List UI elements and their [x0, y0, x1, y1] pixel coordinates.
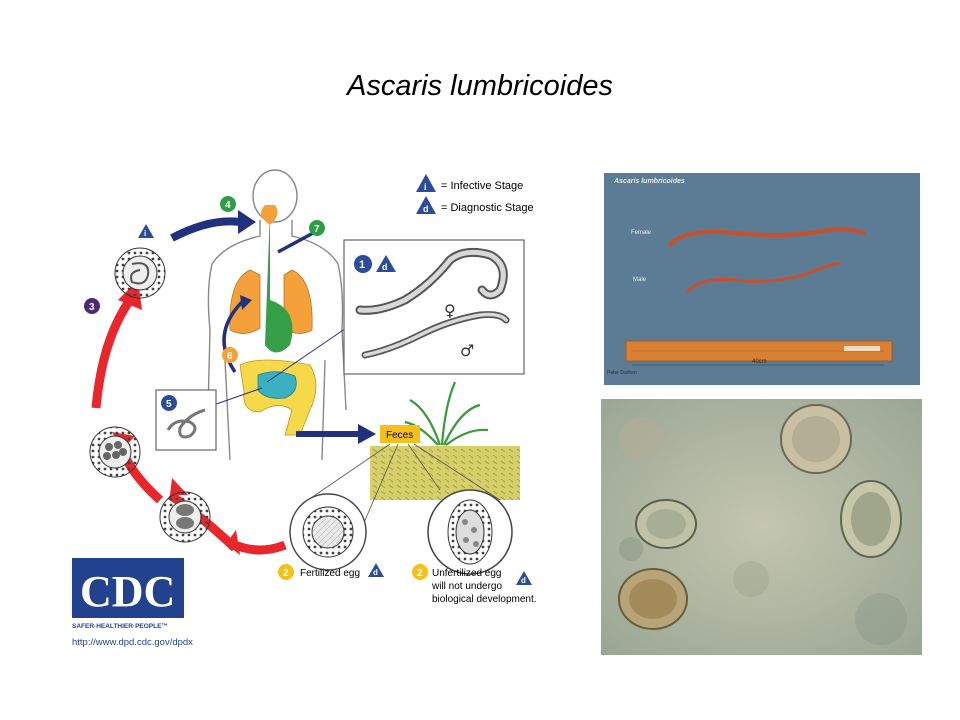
unfertilized-egg-label-1: Unfertilized egg [432, 568, 501, 579]
legend-infective: = Infective Stage [441, 180, 523, 192]
adult-worms-panel: ♀ ♂ [343, 239, 525, 375]
step-badge-1: 1 d [354, 255, 396, 273]
stage-legend: i = Infective Stage d = Diagnostic Stage [416, 174, 534, 214]
blue-migration-path [222, 230, 316, 373]
ground-soil [370, 446, 520, 500]
svg-text:1: 1 [359, 259, 365, 271]
intestines [239, 359, 317, 436]
ruler-label: 40cm [752, 359, 767, 365]
cdc-logo: CDC SAFER·HEALTHIER·PEOPLE™ [72, 558, 184, 630]
unfertilized-egg-label-3: biological development. [432, 594, 537, 605]
grass [404, 381, 489, 446]
svg-text:5: 5 [166, 399, 172, 410]
infective-badge-egg: i [138, 224, 154, 238]
eggs-micrograph-art [601, 399, 922, 655]
svg-text:2: 2 [417, 568, 423, 579]
step-badge-3: 3 [84, 298, 100, 314]
egg-middle [635, 499, 697, 549]
human-body-outline [207, 169, 347, 461]
esophagus-stomach [265, 210, 293, 353]
worm-photo-title: Ascaris lumbricoides [614, 178, 685, 185]
female-symbol: ♀ [444, 301, 456, 320]
step-badge-6: 6 [222, 347, 238, 363]
egg-right [840, 480, 902, 558]
two-cell-egg [159, 491, 211, 543]
svg-text:2: 2 [283, 568, 289, 579]
ascaris-life-cycle-diagram: ♀ ♂ Feces [72, 169, 537, 648]
svg-text:i: i [424, 182, 427, 192]
cdc-tagline: SAFER·HEALTHIER·PEOPLE™ [72, 623, 168, 630]
step-badge-4: 4 [220, 196, 236, 212]
svg-text:i: i [144, 229, 146, 238]
svg-text:d: d [521, 576, 526, 585]
worm-specimens [625, 227, 893, 366]
fertilized-egg [289, 493, 367, 571]
egg-bottom-left [618, 568, 688, 630]
svg-text:d: d [373, 568, 378, 577]
infective-egg [114, 247, 166, 299]
feces-label-box [380, 425, 420, 443]
svg-text:4: 4 [225, 200, 231, 211]
svg-text:7: 7 [314, 224, 320, 235]
eggs-micrograph [601, 399, 922, 655]
egg-top-right [780, 404, 852, 474]
step-badge-2-fertilized: 2 Fertilized egg d [278, 563, 384, 580]
blue-arrow-ingestion [170, 210, 256, 242]
fertilized-egg-label: Fertilized egg [300, 568, 360, 579]
svg-text:CDC: CDC [80, 567, 175, 616]
slide-title: Ascaris lumbricoides [347, 70, 613, 102]
throat [261, 205, 278, 225]
feces-arrow [296, 424, 376, 444]
female-label: Female [631, 230, 652, 236]
svg-text:d: d [382, 262, 388, 272]
adult-worms-photo: Ascaris lumbricoides Female Male 40cm Pe… [604, 173, 920, 385]
svg-text:3: 3 [89, 302, 95, 313]
male-symbol: ♂ [460, 341, 474, 360]
photo-credit: Peter Darben [607, 370, 637, 376]
feces-label: Feces [386, 430, 413, 441]
step-badge-5: 5 [161, 395, 177, 411]
svg-text:d: d [423, 204, 429, 214]
step-badge-2-unfertilized: 2 Unfertilized egg will not undergo biol… [412, 564, 537, 605]
legend-diagnostic: = Diagnostic Stage [441, 202, 534, 214]
unfertilized-egg-label-2: will not undergo [431, 581, 502, 592]
svg-text:6: 6 [227, 351, 233, 362]
step-badge-7: 7 [309, 220, 325, 236]
male-label: Male [633, 277, 647, 283]
unfertilized-egg [427, 489, 513, 575]
multi-cell-egg [89, 426, 141, 478]
cdc-url: http://www.dpd.cdc.gov/dpdx [72, 637, 193, 648]
